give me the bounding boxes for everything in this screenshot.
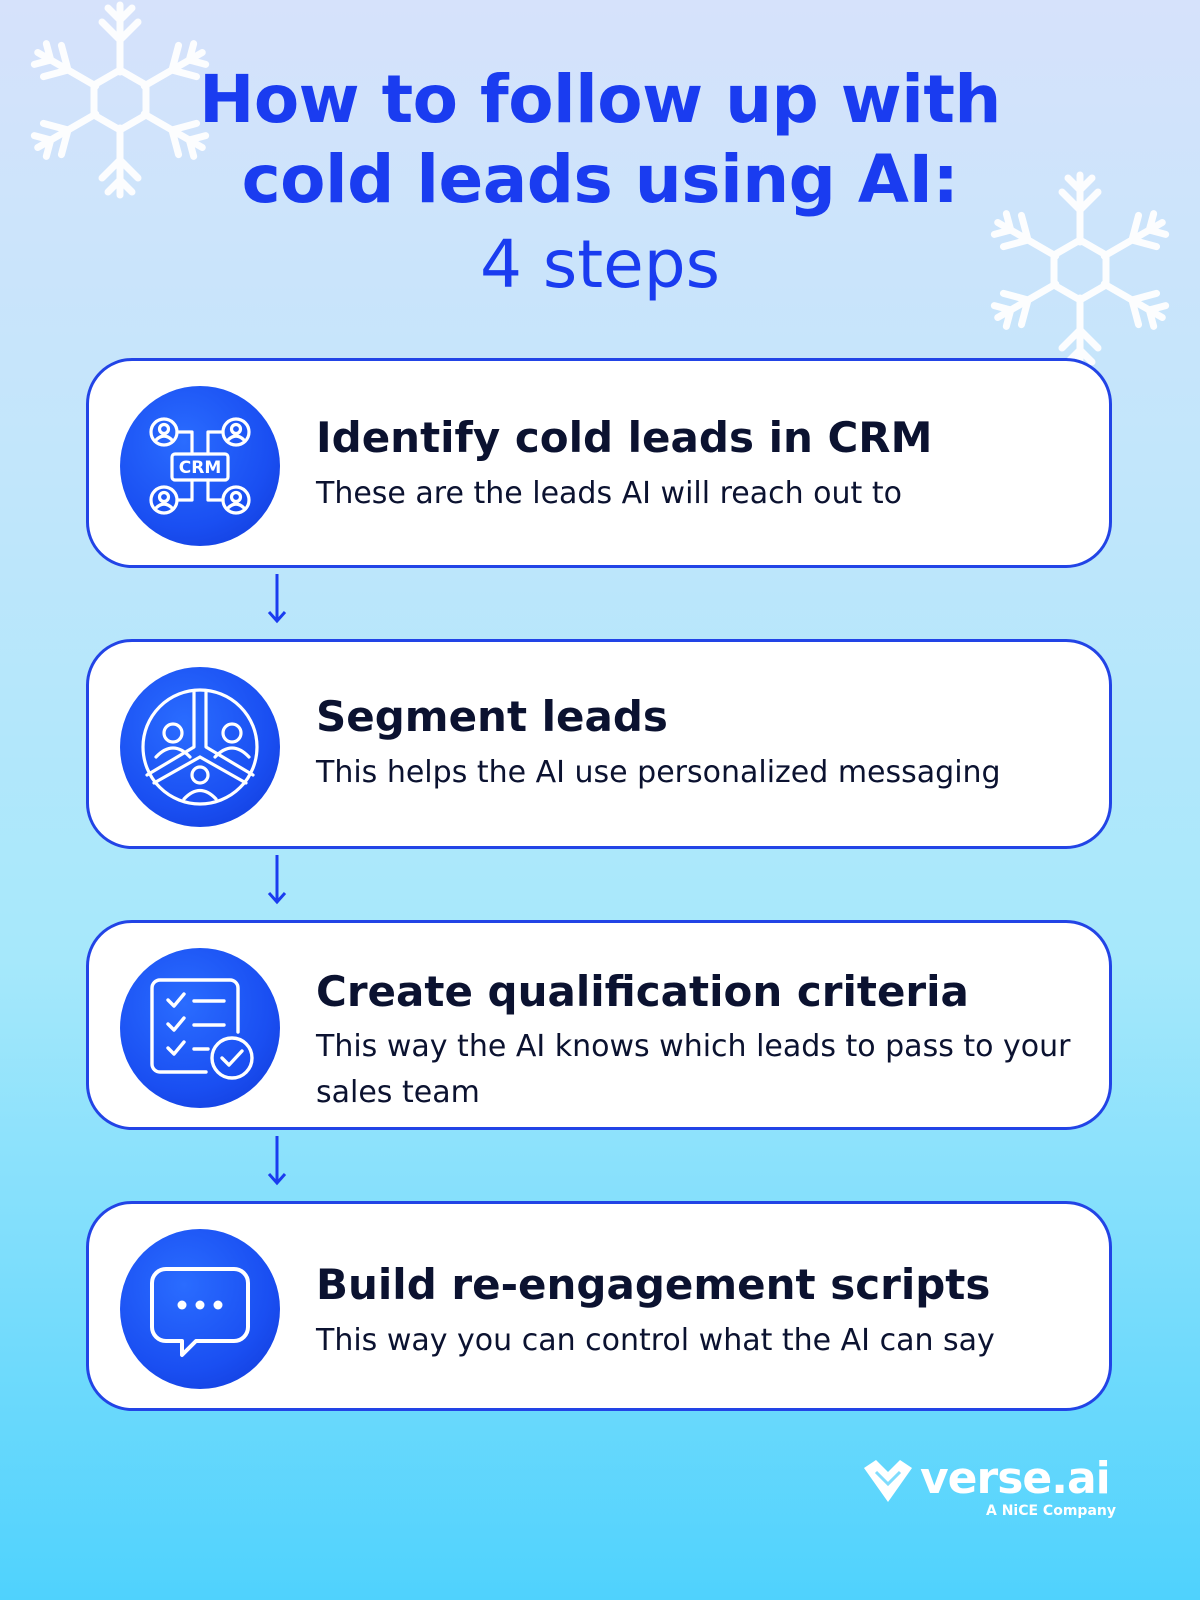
step-card-4: Build re-engagement scripts This way you…: [86, 1201, 1112, 1411]
step-icon-circle: [120, 1229, 280, 1389]
verse-ai-logo: verse.ai A NiCE Company: [858, 1453, 1118, 1528]
step-heading: Identify cold leads in CRM: [316, 413, 933, 462]
step-card-2: Segment leads This helps the AI use pers…: [86, 639, 1112, 849]
title-line-2: cold leads using AI:: [241, 141, 959, 218]
snowflake-icon: [10, 1, 230, 200]
arrow-down-icon: [267, 1136, 287, 1186]
step-heading: Build re-engagement scripts: [316, 1260, 991, 1309]
arrow-down-icon: [267, 855, 287, 905]
step-icon-circle: [120, 948, 280, 1108]
crm-network-icon: CRM: [120, 386, 251, 515]
step-icon-circle: [120, 667, 280, 827]
step-icon-circle: CRM: [120, 386, 280, 546]
step-description: This helps the AI use personalized messa…: [316, 755, 1001, 790]
step-heading: Segment leads: [316, 692, 668, 741]
title-line-3: 4 steps: [479, 226, 721, 303]
step-description: This way the AI knows which leads to pas…: [316, 1029, 1071, 1110]
checklist-icon: [150, 978, 254, 1080]
snowflake-icon: [980, 171, 1200, 370]
step-heading: Create qualification criteria: [316, 967, 969, 1016]
chat-bubble-icon: [150, 1267, 250, 1357]
page-title: How to follow up with cold leads using A…: [0, 60, 1200, 310]
step-card-1: CRM Identify cold leads in CRM These are…: [86, 358, 1112, 568]
step-description: This way you can control what the AI can…: [316, 1323, 995, 1358]
logo-tagline: A NiCE Company: [986, 1503, 1116, 1519]
crm-label: CRM: [179, 458, 221, 478]
step-card-3: Create qualification criteria This way t…: [86, 920, 1112, 1130]
arrow-down-icon: [267, 574, 287, 624]
step-description: These are the leads AI will reach out to: [316, 476, 902, 511]
verse-heart-icon: [864, 1460, 912, 1502]
logo-wordmark: verse.ai: [920, 1453, 1111, 1504]
title-line-1: How to follow up with: [199, 61, 1001, 138]
segment-people-icon: [141, 688, 259, 806]
